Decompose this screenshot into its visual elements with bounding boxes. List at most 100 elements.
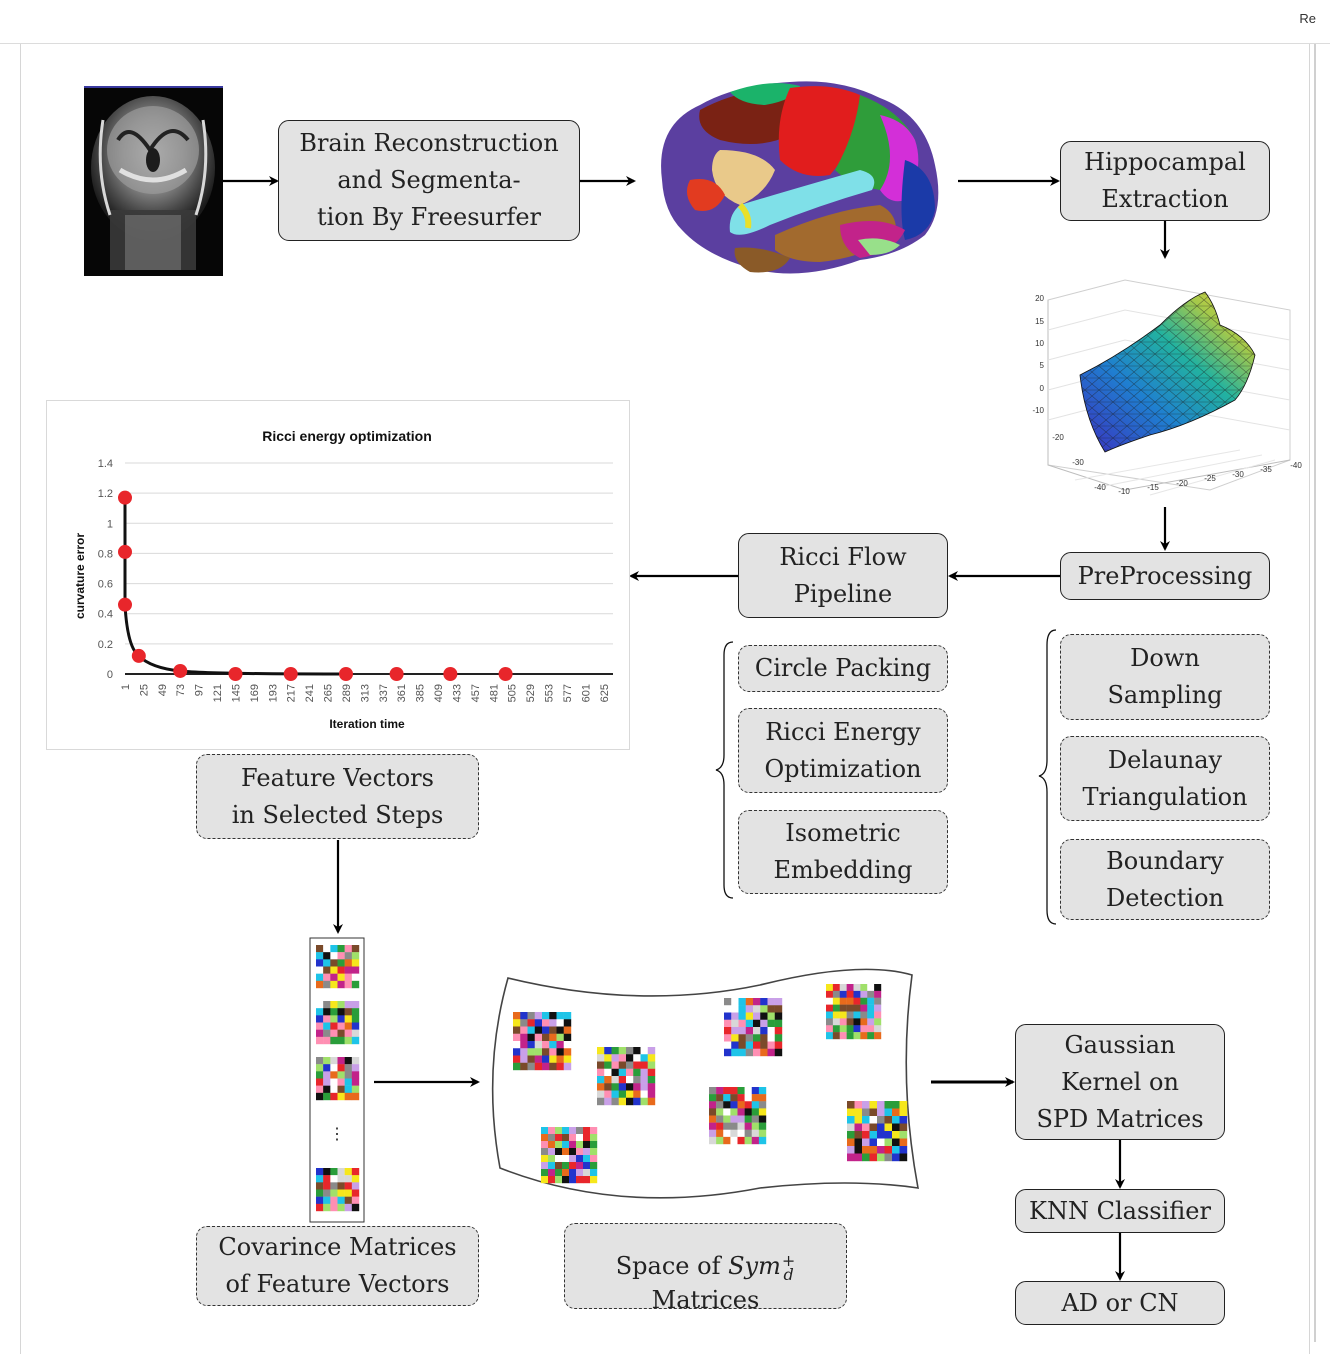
manifold-matrices [513, 984, 908, 1184]
knn-classifier-label: KNN Classifier [1029, 1196, 1211, 1225]
covariance-matrix-thumbnail [724, 998, 783, 1057]
covariance-matrix-thumbnail [316, 1168, 360, 1212]
chart-x-tick: 217 [286, 684, 298, 702]
chart-data-point [498, 667, 513, 681]
chart-data-point [338, 667, 353, 681]
mesh-y-tick: -40 [1094, 483, 1106, 492]
delaunay-triangulation-label: Delaunay Triangulation [1082, 745, 1248, 811]
chart-x-tick: 481 [488, 684, 500, 702]
chart-x-tick: 1 [120, 684, 132, 690]
space-of-sym-prefix: Space of [615, 1252, 729, 1280]
space-of-sym-line2: Matrices [651, 1286, 760, 1314]
covariance-matrix-thumbnail [826, 984, 882, 1040]
covariance-matrix-thumbnail [316, 1001, 360, 1045]
chart-x-tick: 529 [525, 684, 537, 702]
chart-data-point [118, 544, 132, 559]
chart-x-tick: 97 [194, 684, 206, 696]
chart-x-tick: 337 [378, 684, 390, 702]
chart-data-point [118, 597, 132, 612]
mesh-y-tick: -20 [1052, 433, 1064, 442]
segmented-brain-image [661, 81, 939, 274]
sym-subscript: d [783, 1264, 794, 1284]
knn-classifier-box: KNN Classifier [1015, 1189, 1225, 1233]
hippocampal-extraction-box: Hippocampal Extraction [1060, 141, 1270, 221]
delaunay-triangulation-box: Delaunay Triangulation [1060, 736, 1270, 821]
chart-x-tick: 73 [175, 684, 187, 696]
mri-slice-image [84, 86, 223, 276]
brain-reconstruction-label: Brain Reconstruction and Segmenta- tion … [299, 129, 559, 231]
covariance-matrix-thumbnail [597, 1047, 656, 1106]
chart-x-tick: 385 [415, 684, 427, 702]
mesh-x-tick: -10 [1118, 487, 1130, 496]
chart-curve [123, 497, 340, 676]
chart-x-tick: 433 [451, 684, 463, 702]
down-sampling-label: Down Sampling [1107, 644, 1223, 709]
gaussian-kernel-box: Gaussian Kernel on SPD Matrices [1015, 1024, 1225, 1140]
covariance-matrix-thumbnail [709, 1087, 767, 1145]
hippocampus-mesh-plot: 20151050-10-20-30-40-10-15-20-25-30-35-4… [1032, 279, 1302, 496]
chart-x-tick: 241 [304, 684, 316, 702]
mesh-x-tick: -15 [1147, 483, 1159, 492]
chart-x-axis-label: Iteration time [329, 717, 405, 731]
down-sampling-box: Down Sampling [1060, 634, 1270, 720]
chart-data-point [389, 667, 404, 681]
scrollbar[interactable] [1314, 44, 1316, 1342]
mesh-x-tick: -25 [1204, 474, 1216, 483]
isometric-embedding-box: Isometric Embedding [738, 810, 948, 894]
ricci-flow-pipeline-label: Ricci Flow Pipeline [779, 542, 907, 608]
chart-data-point [443, 667, 458, 681]
covariance-matrix-thumbnail [541, 1127, 598, 1184]
top-bar-label[interactable]: Re [1299, 11, 1316, 26]
chart-x-tick: 313 [359, 684, 371, 702]
mesh-x-tick: -40 [1290, 461, 1302, 470]
chart-data-point [118, 490, 132, 505]
chart-y-tick: 1.2 [98, 488, 113, 500]
mesh-z-tick: 10 [1035, 339, 1044, 348]
chart-data-point [283, 667, 298, 681]
circle-packing-label: Circle Packing [754, 654, 932, 682]
isometric-embedding-label: Isometric Embedding [773, 819, 913, 884]
circle-packing-box: Circle Packing [738, 645, 948, 692]
chart-x-tick: 409 [433, 684, 445, 702]
mesh-z-tick: 20 [1035, 294, 1044, 303]
chart-x-tick: 121 [212, 684, 224, 702]
covariance-matrices-label: Covarince Matrices of Feature Vectors [218, 1233, 457, 1298]
ricci-energy-optimization-label: Ricci Energy Optimization [764, 717, 922, 783]
chart-y-tick: 1 [107, 518, 113, 530]
space-of-sym-line1: Space of Sym+d [616, 1215, 796, 1283]
mesh-z-tick: -10 [1032, 406, 1044, 415]
covariance-matrix-thumbnail [316, 1057, 360, 1101]
matrix-stack-ellipsis: ⋮ [329, 1124, 345, 1143]
mesh-x-tick: -20 [1176, 479, 1188, 488]
flow-arrows [223, 176, 1170, 1281]
chart-data-point [173, 663, 188, 678]
chart-x-tick: 289 [341, 684, 353, 702]
brain-reconstruction-box: Brain Reconstruction and Segmenta- tion … [278, 120, 580, 241]
chart-x-tick: 25 [138, 684, 150, 696]
gaussian-kernel-label: Gaussian Kernel on SPD Matrices [1036, 1030, 1204, 1133]
chart-title: Ricci energy optimization [262, 428, 432, 444]
chart-x-tick: 193 [267, 684, 279, 702]
chart-x-tick: 361 [396, 684, 408, 702]
chart-y-tick: 0 [107, 669, 113, 681]
mesh-x-tick: -35 [1260, 465, 1272, 474]
chart-x-tick: 457 [470, 684, 482, 702]
mesh-z-tick: 5 [1040, 361, 1045, 370]
chart-data-point [228, 667, 243, 681]
chart-x-tick: 265 [323, 684, 335, 702]
hippocampal-extraction-label: Hippocampal Extraction [1084, 148, 1246, 213]
chart-x-tick: 49 [157, 684, 169, 696]
chart-y-tick: 0.2 [98, 639, 113, 651]
preprocessing-label: PreProcessing [1077, 561, 1253, 590]
ricci-energy-optimization-box: Ricci Energy Optimization [738, 708, 948, 793]
chart-x-tick: 601 [580, 684, 592, 702]
ad-or-cn-box: AD or CN [1015, 1281, 1225, 1325]
mesh-y-tick: -30 [1072, 458, 1084, 467]
feature-vectors-box: Feature Vectors in Selected Steps [196, 754, 479, 839]
matrix-stack [316, 945, 360, 1212]
chart-y-axis-label: curvature error [73, 533, 87, 619]
chart-x-tick: 625 [599, 684, 611, 702]
chart-x-tick: 553 [544, 684, 556, 702]
space-of-sym-box: Space of Sym+d Matrices [564, 1223, 847, 1314]
chart-y-tick: 1.4 [98, 458, 113, 470]
